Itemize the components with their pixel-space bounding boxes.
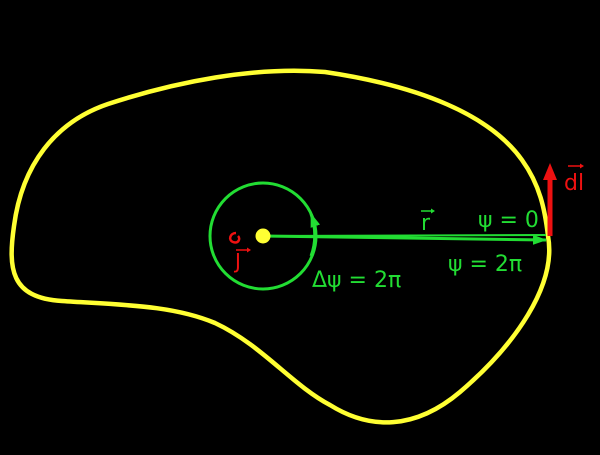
psi-zero-label: ψ = 0 xyxy=(478,208,539,233)
dl-label: dl xyxy=(564,163,584,196)
psi-two-pi-label: ψ = 2π xyxy=(448,252,522,277)
r-label-text: r xyxy=(421,211,431,236)
dl-label-text: dl xyxy=(564,171,584,196)
r-label: r xyxy=(421,208,435,236)
j-label: J xyxy=(233,247,251,273)
current-curl-icon xyxy=(228,231,241,244)
dl-vector-head xyxy=(543,163,557,180)
amperian-loop xyxy=(9,68,552,425)
delta-psi-label: Δψ = 2π xyxy=(312,268,401,293)
j-label-text: J xyxy=(233,249,241,273)
psi-ray xyxy=(262,234,547,237)
current-source-dot xyxy=(255,228,271,244)
